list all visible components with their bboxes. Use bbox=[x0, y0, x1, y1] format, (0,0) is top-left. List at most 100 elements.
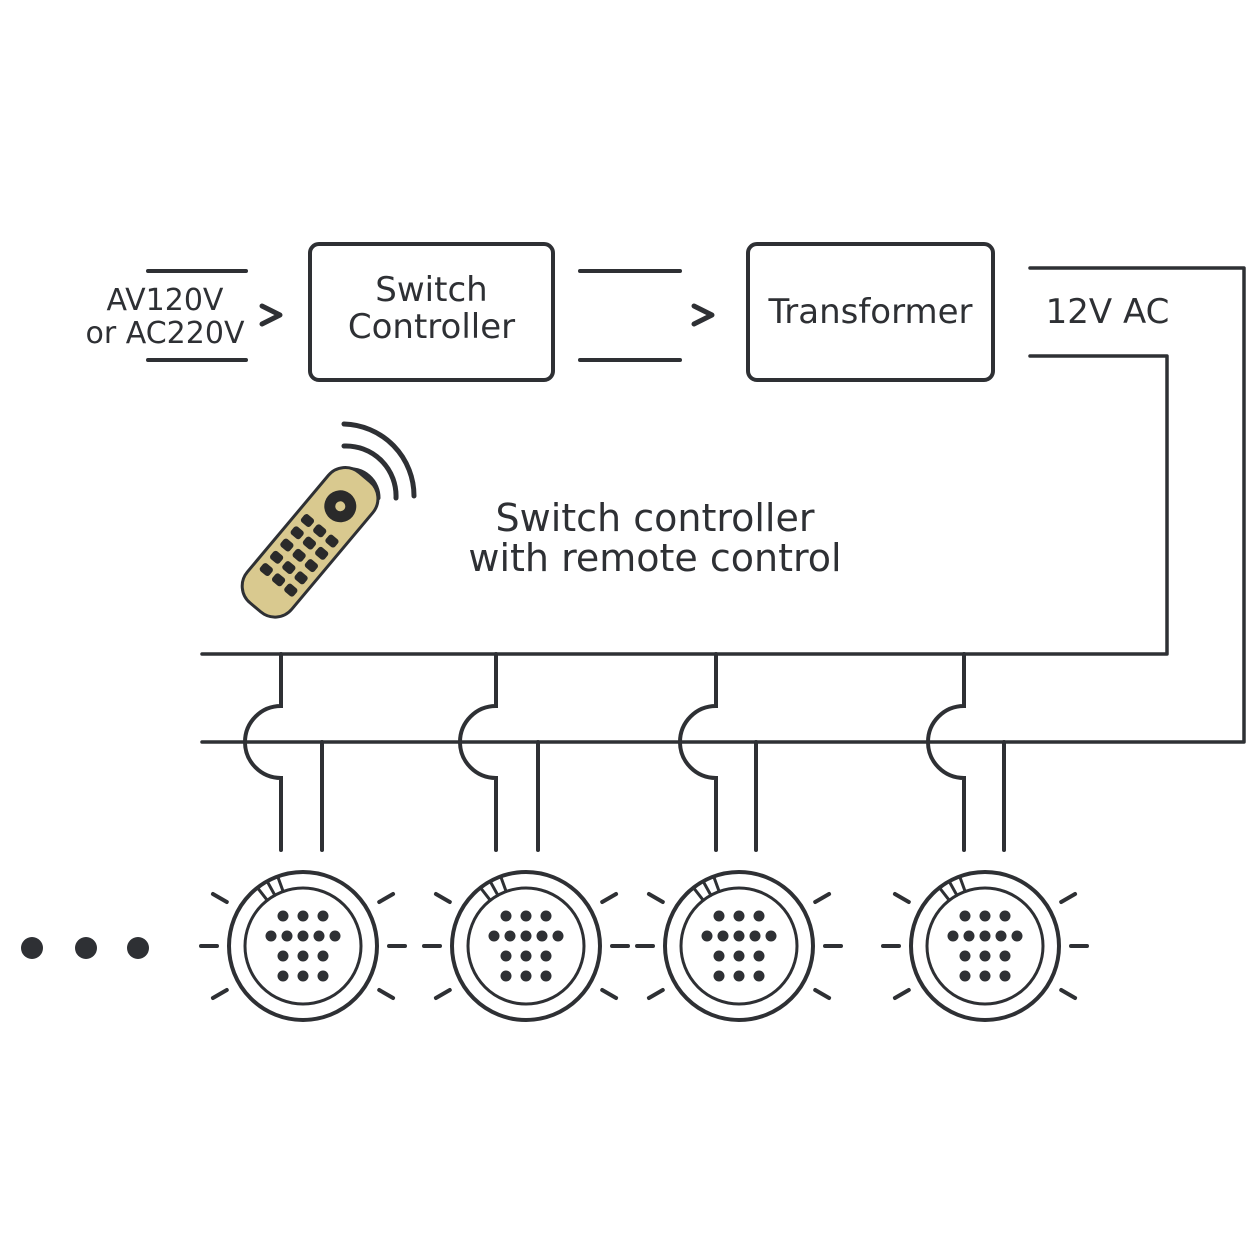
light-ray bbox=[433, 892, 452, 904]
remote-key-7 bbox=[280, 538, 294, 552]
led-array bbox=[488, 910, 564, 982]
light-outer-ring-icon bbox=[663, 870, 815, 1022]
led-dot bbox=[313, 930, 325, 942]
input-voltage-line2: or AC220V bbox=[85, 316, 245, 351]
drop-wire-a-2 bbox=[458, 652, 498, 852]
led-dot bbox=[281, 930, 293, 942]
input-voltage-line1: AV120V bbox=[106, 283, 224, 318]
led-dot bbox=[297, 970, 309, 982]
led-dot bbox=[1011, 930, 1023, 942]
led-dot bbox=[520, 910, 532, 922]
light-highlight-tick bbox=[691, 886, 705, 902]
led-dot bbox=[963, 930, 975, 942]
led-dot bbox=[749, 930, 761, 942]
switch-controller-line1: Switch bbox=[375, 270, 488, 310]
transformer-box bbox=[746, 242, 995, 382]
remote-key-8 bbox=[292, 548, 306, 562]
led-dot bbox=[979, 930, 991, 942]
led-dot bbox=[713, 910, 725, 922]
light-highlight-tick bbox=[265, 879, 277, 897]
led-dot bbox=[979, 910, 991, 922]
light-ray bbox=[600, 892, 619, 904]
remote-key-11 bbox=[282, 561, 296, 575]
light-ray bbox=[813, 988, 832, 1000]
led-dot bbox=[753, 910, 765, 922]
drop-wire-a-3 bbox=[678, 652, 718, 852]
light-inner-ring-icon bbox=[243, 886, 363, 1006]
arrow-input-icon bbox=[259, 303, 283, 327]
light-highlight-tick bbox=[701, 879, 713, 897]
led-array bbox=[265, 910, 341, 982]
continuation-dots bbox=[21, 937, 149, 959]
light-highlight-tick bbox=[488, 879, 500, 897]
led-dot bbox=[540, 950, 552, 962]
led-dot bbox=[979, 950, 991, 962]
led-dot bbox=[733, 970, 745, 982]
remote-key-5 bbox=[302, 536, 317, 550]
led-dot bbox=[999, 910, 1011, 922]
remote-caption-line2: with remote control bbox=[468, 536, 842, 580]
light-inner-ring-icon bbox=[466, 886, 586, 1006]
light-highlight-tick bbox=[712, 874, 721, 893]
output-wire-outer bbox=[200, 266, 1246, 744]
output-voltage-label: 12V AC bbox=[1045, 292, 1170, 332]
led-dot bbox=[959, 970, 971, 982]
light-highlight-tick bbox=[958, 874, 967, 893]
light-ray bbox=[646, 988, 665, 1000]
led-dot bbox=[947, 930, 959, 942]
led-dot bbox=[753, 950, 765, 962]
led-dot bbox=[297, 950, 309, 962]
led-dot bbox=[297, 930, 309, 942]
led-dot bbox=[995, 930, 1007, 942]
remote-key-3 bbox=[325, 534, 339, 548]
led-dot bbox=[713, 950, 725, 962]
light-ray bbox=[813, 892, 832, 904]
light-outer-ring-icon bbox=[450, 870, 602, 1022]
led-array bbox=[701, 910, 777, 982]
led-dot bbox=[500, 910, 512, 922]
light-ray bbox=[892, 892, 911, 904]
drop-wire-a-1 bbox=[243, 652, 283, 852]
led-dot bbox=[999, 950, 1011, 962]
led-dot bbox=[265, 930, 277, 942]
led-dot bbox=[959, 910, 971, 922]
led-dot bbox=[733, 950, 745, 962]
light-fixture-4 bbox=[881, 652, 1089, 1022]
light-highlight-tick bbox=[947, 879, 959, 897]
led-dot bbox=[504, 930, 516, 942]
led-dot bbox=[733, 930, 745, 942]
light-inner-ring-icon bbox=[925, 886, 1045, 1006]
switch-controller-box bbox=[308, 242, 555, 382]
led-dot bbox=[277, 910, 289, 922]
output-wire-inner bbox=[200, 354, 1169, 656]
light-ray bbox=[210, 892, 229, 904]
light-ray bbox=[377, 988, 396, 1000]
light-ray bbox=[646, 892, 665, 904]
led-dot bbox=[717, 930, 729, 942]
light-ray bbox=[377, 892, 396, 904]
remote-caption-line1: Switch controller bbox=[495, 496, 815, 540]
led-dot bbox=[540, 970, 552, 982]
led-dot bbox=[552, 930, 564, 942]
led-dot bbox=[500, 970, 512, 982]
light-highlight-tick bbox=[478, 886, 492, 902]
light-outer-ring-icon bbox=[909, 870, 1061, 1022]
light-fixture-3 bbox=[635, 652, 843, 1022]
transformer-label: Transformer bbox=[768, 292, 973, 332]
light-highlight-tick bbox=[276, 874, 285, 893]
led-dot bbox=[959, 950, 971, 962]
led-dot bbox=[520, 970, 532, 982]
light-ray bbox=[433, 988, 452, 1000]
led-dot bbox=[500, 950, 512, 962]
led-dot bbox=[765, 930, 777, 942]
led-dot bbox=[329, 930, 341, 942]
led-dot bbox=[520, 950, 532, 962]
led-dot bbox=[713, 970, 725, 982]
remote-key-15 bbox=[284, 583, 298, 597]
led-dot bbox=[277, 950, 289, 962]
remote-key-14 bbox=[271, 573, 286, 587]
light-highlight-tick bbox=[937, 886, 951, 902]
dot-1 bbox=[21, 937, 43, 959]
light-outer-ring-icon bbox=[227, 870, 379, 1022]
switch-controller-line2: Controller bbox=[347, 307, 516, 347]
